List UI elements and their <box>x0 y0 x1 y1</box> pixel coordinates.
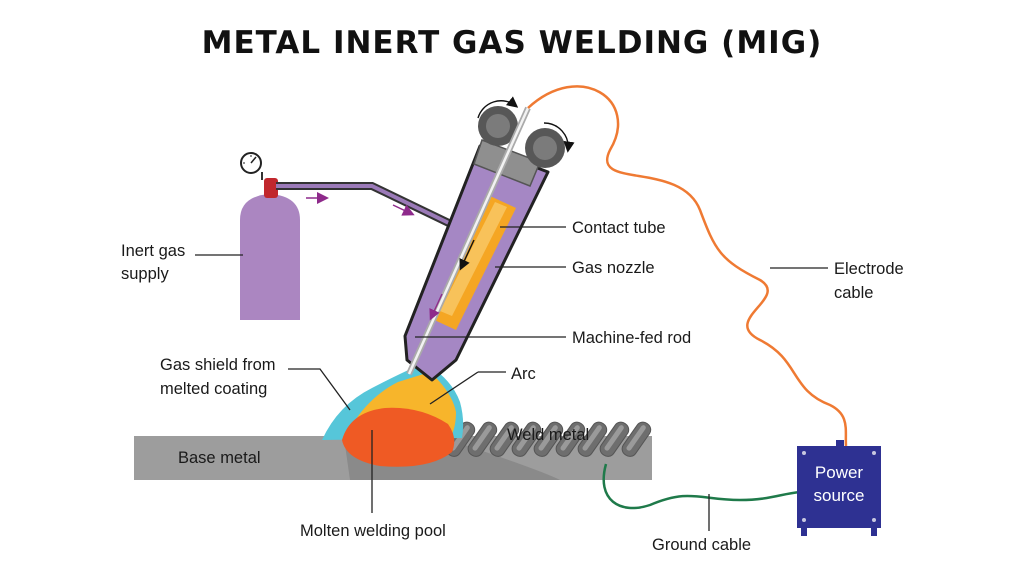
label-machine-fed-rod: Machine-fed rod <box>572 329 691 347</box>
power-source-label-line1: Power <box>815 463 864 482</box>
label-electrode-cable-line2: cable <box>834 284 873 302</box>
wire-feed-rollers <box>473 106 565 187</box>
label-gas-nozzle: Gas nozzle <box>572 259 655 277</box>
label-arc: Arc <box>511 365 536 383</box>
inert-gas-cylinder <box>240 172 300 320</box>
label-gas-shield-line1: Gas shield from <box>160 356 276 374</box>
diagram-title: METAL INERT GAS WELDING (MIG) <box>202 25 823 61</box>
ground-cable <box>602 463 801 510</box>
molten-welding-pool <box>342 407 455 467</box>
rotation-arrow-icon <box>477 96 575 153</box>
label-molten-welding-pool: Molten welding pool <box>300 522 446 540</box>
power-source-label-line2: source <box>813 486 864 505</box>
label-inert-gas-supply-line1: Inert gas <box>121 242 185 260</box>
wire-feed-arrow-icon <box>429 239 475 321</box>
label-contact-tube: Contact tube <box>572 219 666 237</box>
leader-lines <box>195 226 828 531</box>
gas-flow-arrow-icon <box>306 192 415 216</box>
label-base-metal: Base metal <box>178 449 261 467</box>
label-electrode-cable-line1: Electrode <box>834 260 904 278</box>
gas-hose <box>276 182 457 230</box>
label-weld-metal: Weld metal <box>507 426 589 444</box>
power-source-unit: Power source <box>797 440 881 536</box>
label-ground-cable: Ground cable <box>652 536 751 554</box>
label-gas-shield-line2: melted coating <box>160 380 267 398</box>
machine-fed-rod <box>406 106 531 376</box>
electrode-cable <box>527 85 848 447</box>
cylinder-valve <box>264 178 278 198</box>
pressure-gauge-icon <box>240 152 262 174</box>
label-inert-gas-supply-line2: supply <box>121 265 169 283</box>
